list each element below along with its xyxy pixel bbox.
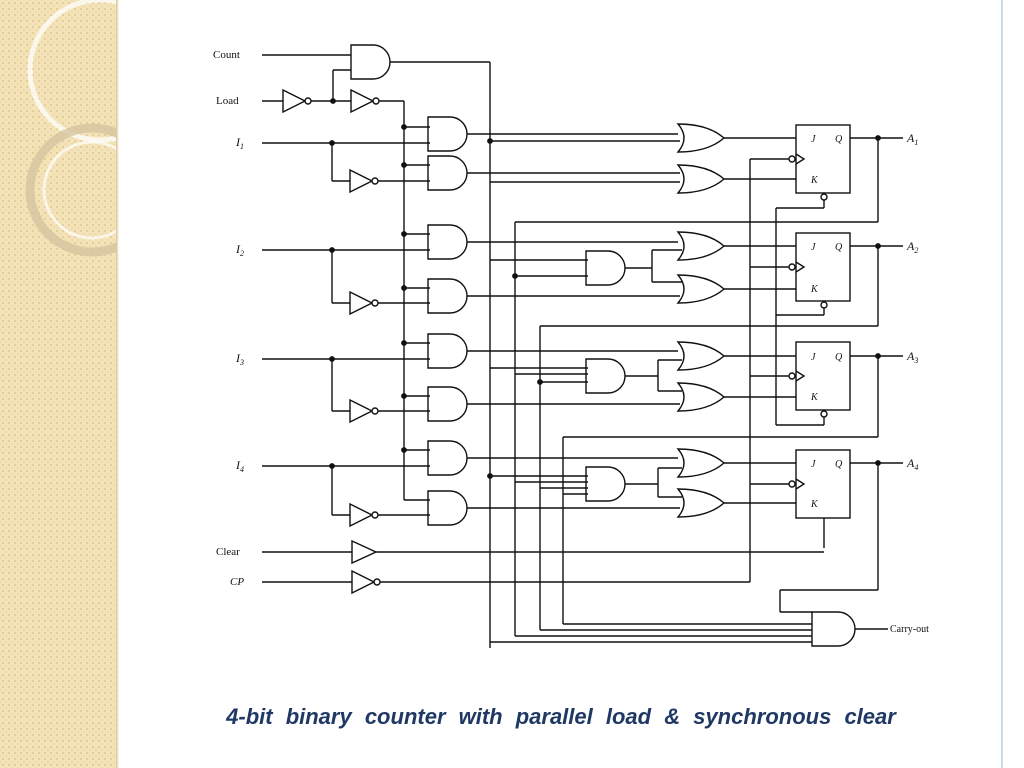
count-logic [487, 123, 878, 636]
ff2-j: J [811, 242, 816, 253]
a2-label: A2 [906, 239, 918, 255]
ff3-q: Q [835, 352, 843, 363]
ff4-k: K [810, 499, 819, 510]
counter-circuit-diagram: Count Load I1 I2 I3 I4 Clear CP A1 A2 A3… [213, 44, 929, 648]
i2-label: I2 [235, 242, 244, 258]
ff1-q: Q [835, 134, 843, 145]
ff1-j: J [811, 134, 816, 145]
load-label: Load [216, 95, 239, 107]
a3-label: A3 [906, 349, 918, 365]
clear-and-clock [262, 540, 824, 594]
ff1-k: K [810, 175, 819, 186]
sidebar-edge [116, 0, 119, 768]
control-logic [262, 44, 491, 648]
sidebar-decoration [0, 0, 118, 768]
ff3-k: K [810, 392, 819, 403]
carry-out-gate [490, 611, 888, 647]
flipflop-pin-labels: J Q K J Q K J Q K J Q K [810, 134, 843, 510]
load-gates [262, 116, 680, 527]
i4-label: I4 [235, 458, 244, 474]
ff2-k: K [810, 284, 819, 295]
ff2-q: Q [835, 242, 843, 253]
i1-label: I1 [235, 135, 244, 151]
ff4-q: Q [835, 459, 843, 470]
ff4-j: J [811, 459, 816, 470]
jk-flipflops [724, 124, 903, 612]
a4-label: A4 [906, 456, 918, 472]
a1-label: A1 [906, 131, 918, 147]
cp-label: CP [230, 576, 244, 588]
count-label: Count [213, 49, 240, 61]
i3-label: I3 [235, 351, 244, 367]
clear-label: Clear [216, 546, 240, 558]
carry-out-label: Carry-out [890, 624, 929, 635]
decorative-circles [25, 0, 118, 257]
slide-caption: 4-bit binary counter with parallel load … [226, 704, 896, 729]
right-border-line [1001, 0, 1003, 768]
ff3-j: J [811, 352, 816, 363]
